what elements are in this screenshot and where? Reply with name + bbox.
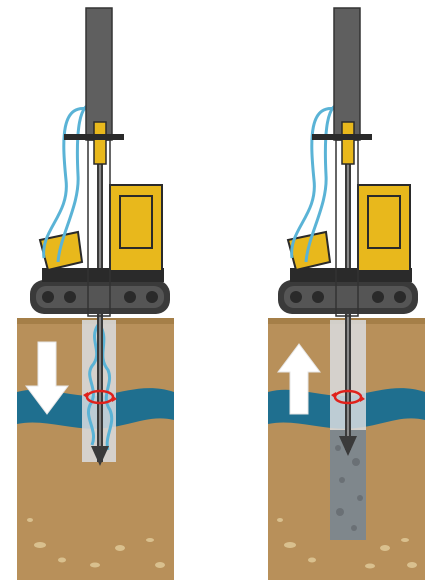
rotary-head-right bbox=[342, 122, 354, 164]
rig-window-right bbox=[368, 196, 400, 248]
mast-right bbox=[334, 8, 360, 140]
rig-window-left bbox=[120, 196, 152, 248]
crawler-tracks-right bbox=[278, 280, 418, 314]
panel-extracting-up bbox=[268, 8, 425, 580]
crawler-tracks-left bbox=[30, 280, 170, 314]
rotary-head-left bbox=[94, 122, 106, 164]
panel-drilling-down bbox=[17, 8, 174, 580]
mast-left bbox=[86, 8, 112, 140]
